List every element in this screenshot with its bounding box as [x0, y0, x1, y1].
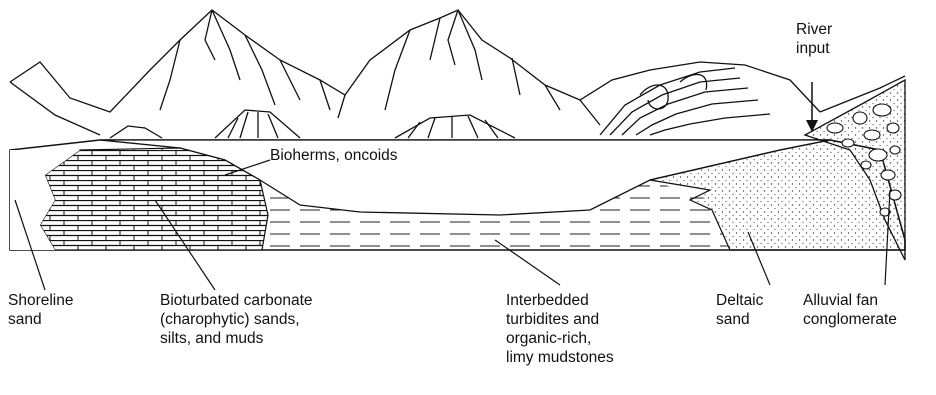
label-alluvial-fan: Alluvial fan conglomerate: [803, 291, 897, 329]
label-river-input: River input: [796, 20, 832, 58]
label-bioturbated-carbonate: Bioturbated carbonate (charophytic) sand…: [160, 291, 313, 348]
label-bioherms-oncoids: Bioherms, oncoids: [270, 146, 398, 165]
label-deltaic-sand: Deltaic sand: [716, 291, 763, 329]
label-shoreline-sand: Shoreline sand: [8, 291, 74, 329]
basin-section: [10, 80, 905, 260]
label-interbedded-turbidites: Interbedded turbidites and organic-rich,…: [506, 291, 614, 367]
mountain-range: [10, 10, 905, 138]
